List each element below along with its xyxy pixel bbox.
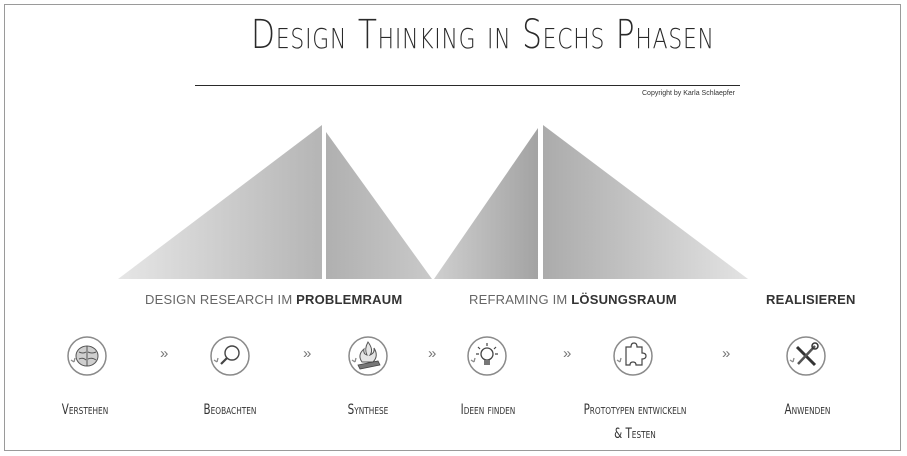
title-divider xyxy=(195,85,740,86)
arrow-1: » xyxy=(160,345,169,362)
section-solution-space: REFRAMING IM LÖSUNGSRAUM xyxy=(469,292,677,307)
fire-icon xyxy=(348,336,388,376)
copyright-note: Copyright by Karla Schlaepfer xyxy=(642,90,735,97)
phase-label-synthese: Synthese xyxy=(347,402,389,418)
arrow-4: » xyxy=(563,345,572,362)
phase-label-prototypen: Prototypen entwickeln & Testen xyxy=(578,398,693,446)
brain-icon xyxy=(67,336,107,376)
arrow-5: » xyxy=(722,345,731,362)
phase-label-prototypen-line1: Prototypen entwickeln xyxy=(583,402,687,418)
arrow-2: » xyxy=(303,345,312,362)
phase-label-verstehen: Verstehen xyxy=(61,402,109,418)
lightbulb-icon xyxy=(467,336,507,376)
puzzle-icon xyxy=(613,336,653,376)
phase-label-beobachten: Beobachten xyxy=(203,402,257,418)
section-realize: REALISIEREN xyxy=(766,292,856,307)
section-problem-space: DESIGN RESEARCH IM PROBLEMRAUM xyxy=(145,292,403,307)
page-title: Design Thinking in Sechs Phasen xyxy=(251,12,715,58)
arrow-3: » xyxy=(428,345,437,362)
phase-label-ideen-finden: Ideen finden xyxy=(460,402,516,418)
problem-space-right xyxy=(326,132,432,279)
problem-space-left xyxy=(118,125,322,279)
tools-icon xyxy=(786,336,826,376)
phase-label-anwenden: Anwenden xyxy=(784,402,831,418)
solution-space-left xyxy=(434,128,538,279)
diagram-frame xyxy=(4,4,901,451)
magnifier-icon xyxy=(210,336,250,376)
phase-label-prototypen-line2: & Testen xyxy=(614,426,656,442)
solution-space-right xyxy=(543,125,748,279)
